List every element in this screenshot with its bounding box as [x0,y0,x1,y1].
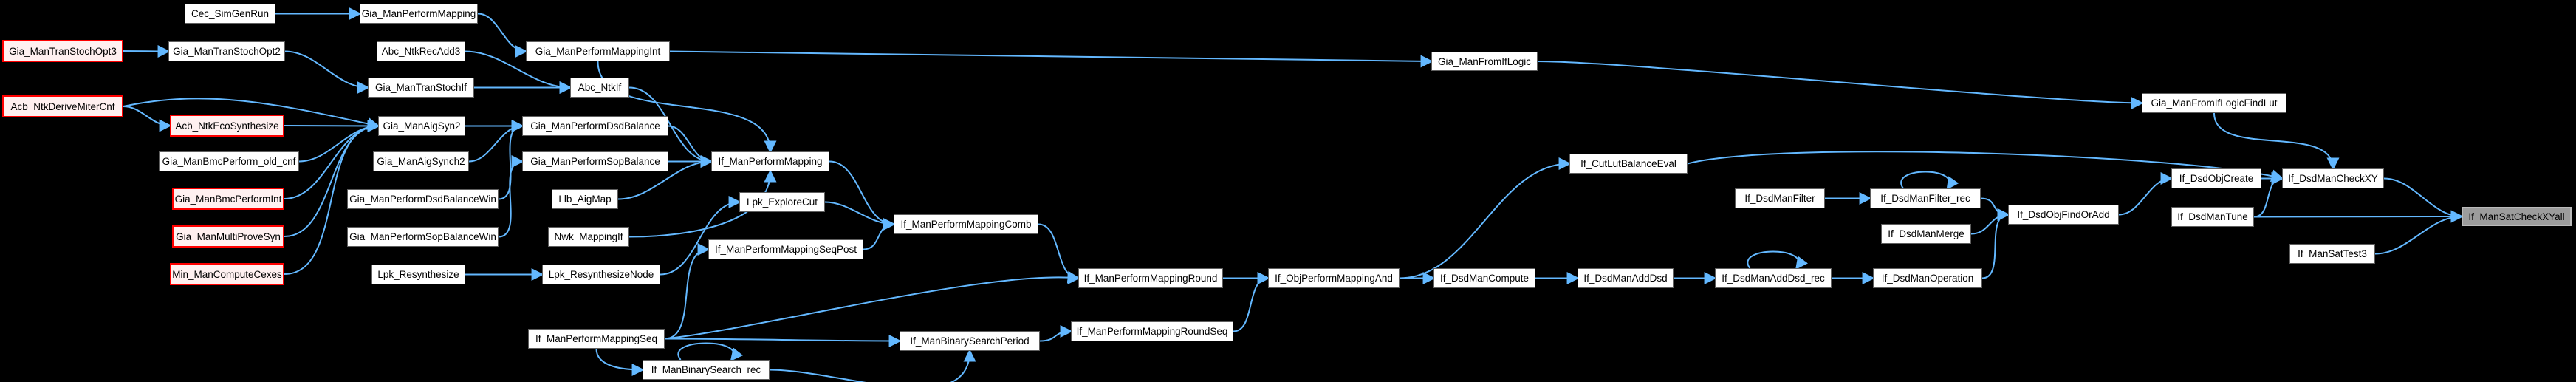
edge-GiaManTranStochOpt2-GiaManTranStochIf [284,50,370,94]
edge-IfDsdManTune-IfManSatCheckXYall [2253,210,2464,223]
graph-node-IfManPerformMappingRound[interactable]: If_ManPerformMappingRound [1078,268,1223,288]
edge-GiaManPerformDsdBalanceWin-GiaManPerformDsdBalance [498,120,524,200]
edge-AbcNtkIf-IfManPerformMapping [628,86,713,168]
edge-IfDsdObjFindOrAdd-IfDsdObjCreate [2118,172,2174,216]
graph-node-IfDsdManTune[interactable]: If_DsdManTune [2171,207,2254,227]
edge-GiaManFromIfLogicFindLut-IfDsdManCheckXY [2213,112,2340,171]
graph-node-IfManSatCheckXYall: If_ManSatCheckXYall [2462,207,2572,226]
edge-GiaManPerformMappingInt-IfManPerformMapping [597,61,777,154]
edge-GiaManPerformMapping-GiaManPerformMappingInt [477,13,528,58]
graph-node-GiaManTranStochOpt2[interactable]: Gia_ManTranStochOpt2 [168,41,285,61]
edge-IfDsdManTune-IfDsdManCheckXY [2253,172,2284,218]
graph-node-GiaManAigSynch2[interactable]: Gia_ManAigSynch2 [373,151,469,171]
graph-node-CecSimGenRun[interactable]: Cec_SimGenRun [185,4,275,24]
edge-GiaManTranStochOpt3-GiaManTranStochOpt2 [123,44,171,58]
edge-GiaManMultiProveSyn-GiaManAigSyn2 [284,120,380,237]
graph-node-AcbNtkDeriveMiterCnf[interactable]: Acb_NtkDeriveMiterCnf [2,95,123,117]
graph-node-IfCutLutBalanceEval[interactable]: If_CutLutBalanceEval [1569,154,1688,174]
edge-GiaManPerformMappingInt-GiaManFromIfLogic [669,50,1433,68]
edge-IfObjPerformMappingAnd-IfCutLutBalanceEval [1399,157,1572,279]
graph-node-MinManComputeCexes[interactable]: Min_ManComputeCexes [170,263,284,285]
edge-IfDsdManCheckXY-IfManSatCheckXYall [2383,177,2464,223]
graph-node-GiaManPerformSopBalance[interactable]: Gia_ManPerformSopBalance [522,151,668,171]
graph-node-AbcNtkIf[interactable]: Abc_NtkIf [570,78,629,98]
edge-LlbAigMap-IfManPerformMapping [617,155,713,200]
graph-node-IfDsdManFilterRec[interactable]: If_DsdManFilter_rec [1870,188,1981,208]
graph-node-IfDsdManAddDsd[interactable]: If_DsdManAddDsd [1578,268,1674,288]
graph-node-LlbAigMap[interactable]: Llb_AigMap [552,189,618,209]
graph-node-IfManBinarySearchPeriod[interactable]: If_ManBinarySearchPeriod [900,331,1040,351]
graph-node-GiaManMultiProveSyn[interactable]: Gia_ManMultiProveSyn [172,225,284,248]
graph-node-GiaManPerformMapping[interactable]: Gia_ManPerformMapping [360,4,478,24]
graph-node-IfDsdManMerge[interactable]: If_DsdManMerge [1881,224,1971,244]
edge-AcbNtkDeriveMiterCnf-GiaManAigSyn2 [123,98,380,130]
graph-node-IfManPerformMappingSeqPost[interactable]: If_ManPerformMappingSeqPost [708,239,863,259]
graph-node-IfDsdManOperation[interactable]: If_DsdManOperation [1873,268,1982,288]
graph-node-IfManPerformMappingSeq[interactable]: If_ManPerformMappingSeq [528,329,665,349]
edge-MinManComputeCexes-GiaManAigSyn2 [284,120,380,275]
edge-AcbNtkDeriveMiterCnf-AcbNtkEcoSynthesize [123,106,172,132]
graph-node-GiaManBmcPerformInt[interactable]: Gia_ManBmcPerformInt [172,188,284,210]
graph-node-IfManSatTest3[interactable]: If_ManSatTest3 [2289,244,2375,264]
edge-IfManPerformMappingSeq-IfManBinarySearchPeriod [664,334,902,347]
graph-node-GiaManPerformDsdBalanceWin[interactable]: Gia_ManPerformDsdBalanceWin [347,189,499,209]
graph-node-NwkMappingIf[interactable]: Nwk_MappingIf [548,227,629,247]
edge-IfManBinarySearchPeriod-IfManPerformMappingRoundSeq [1039,325,1073,342]
edge-IfDsdManOperation-IfDsdObjFindOrAdd [1981,208,2010,279]
graph-node-IfDsdObjFindOrAdd[interactable]: If_DsdObjFindOrAdd [2008,205,2119,225]
edge-GiaManFromIfLogic-GiaManFromIfLogicFindLut [1537,61,2144,109]
edge-IfManPerformMappingRoundSeq-IfObjPerformMappingAnd [1233,272,1270,332]
edge-IfManBinarySearchRec-IfManBinarySearchRec [677,342,744,361]
graph-node-IfManPerformMappingRoundSeq[interactable]: If_ManPerformMappingRoundSeq [1071,321,1233,341]
edge-AbcNtkRecAdd3-AbcNtkIf [465,50,572,94]
graph-node-AcbNtkEcoSynthesize[interactable]: Acb_NtkEcoSynthesize [170,115,284,137]
graph-node-LpkResynthesizeNode[interactable]: Lpk_ResynthesizeNode [542,265,660,284]
graph-node-IfDsdManAddDsdRec[interactable]: If_DsdManAddDsd_rec [1715,268,1832,288]
graph-node-IfDsdObjCreate[interactable]: If_DsdObjCreate [2171,168,2261,188]
graph-node-IfDsdManCheckXY[interactable]: If_DsdManCheckXY [2282,168,2384,188]
graph-node-GiaManAigSyn2[interactable]: Gia_ManAigSyn2 [378,116,465,136]
graph-node-IfManPerformMappingComb[interactable]: If_ManPerformMappingComb [894,214,1038,234]
edge-IfDsdManFilterRec-IfDsdObjFindOrAdd [1980,197,2010,221]
edge-IfManPerformMappingSeq-IfManPerformMappingSeqPost [664,243,710,340]
graph-node-IfDsdManCompute[interactable]: If_DsdManCompute [1433,268,1535,288]
edge-NwkMappingIf-IfManPerformMapping [628,169,777,238]
graph-node-LpkExploreCut[interactable]: Lpk_ExploreCut [739,192,825,212]
graph-node-GiaManPerformDsdBalance[interactable]: Gia_ManPerformDsdBalance [522,116,668,136]
edge-IfManSatTest3-IfManSatCheckXYall [2374,210,2464,255]
edge-IfManPerformMappingSeq-IfManBinarySearchRec [595,348,645,376]
graph-node-IfManBinarySearchRec[interactable]: If_ManBinarySearch_rec [643,360,770,380]
edge-GiaManBmcPerformOldCnf-GiaManAigSyn2 [298,120,380,163]
graph-node-AbcNtkRecAdd3[interactable]: Abc_NtkRecAdd3 [377,41,465,61]
graph-node-GiaManFromIfLogicFindLut[interactable]: Gia_ManFromIfLogicFindLut [2142,93,2286,113]
edge-GiaManPerformSopBalanceWin-GiaManPerformSopBalance [498,155,524,238]
graph-node-GiaManPerformSopBalanceWin[interactable]: Gia_ManPerformSopBalanceWin [347,227,499,247]
edge-IfManPerformMappingComb-IfManPerformMappingRound [1038,223,1080,284]
edge-IfDsdManFilterRec-IfDsdManFilterRec [1900,171,1959,191]
edge-IfManBinarySearchRec-IfManBinarySearchPeriod [769,349,976,382]
edge-LpkResynthesizeNode-LpkExploreCut [660,196,741,276]
edge-IfManPerformMappingSeqPost-IfManPerformMappingComb [863,218,896,250]
graph-node-GiaManTranStochIf[interactable]: Gia_ManTranStochIf [368,78,474,98]
graph-node-GiaManPerformMappingInt[interactable]: Gia_ManPerformMappingInt [526,41,670,61]
edge-IfDsdManMerge-IfDsdObjFindOrAdd [1970,208,2010,235]
graph-node-GiaManTranStochOpt3[interactable]: Gia_ManTranStochOpt3 [2,40,123,62]
graph-node-GiaManFromIfLogic[interactable]: Gia_ManFromIfLogic [1431,52,1538,71]
graph-node-IfDsdManFilter[interactable]: If_DsdManFilter [1735,188,1825,208]
graph-node-LpkResynthesize[interactable]: Lpk_Resynthesize [371,265,465,284]
graph-node-IfManPerformMapping[interactable]: If_ManPerformMapping [711,151,829,171]
edge-IfManPerformMappingSeq-IfManPerformMappingRound [664,270,1080,340]
graph-node-GiaManBmcPerformOldCnf[interactable]: Gia_ManBmcPerform_old_cnf [159,151,299,171]
graph-node-IfObjPerformMappingAnd[interactable]: If_ObjPerformMappingAnd [1268,268,1400,288]
edge-IfDsdManAddDsdRec-IfDsdManAddDsdRec [1747,250,1809,270]
edge-GiaManAigSynch2-GiaManPerformDsdBalance [468,120,524,163]
